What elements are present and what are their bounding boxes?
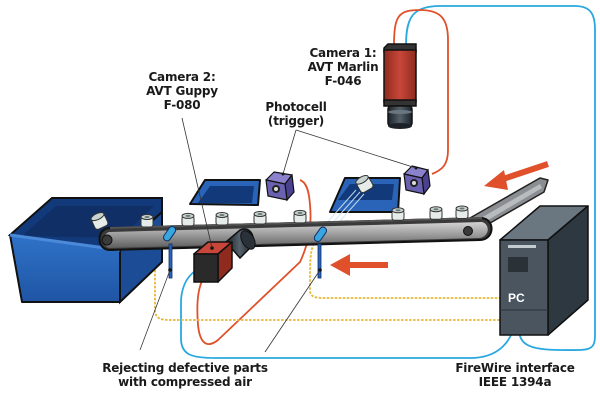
camera2 — [193, 228, 256, 283]
camera2-label: Camera 2: AVT Guppy F-080 — [146, 70, 218, 112]
part-on-belt — [181, 212, 195, 227]
camera2-label-line3: F-080 — [163, 98, 201, 112]
part-on-belt — [293, 209, 307, 224]
camera1-label-line2: AVT Marlin — [307, 60, 379, 74]
firewire-label-line2: IEEE 1394a — [478, 375, 552, 389]
parts-on-belt — [140, 205, 469, 228]
trigger-cable-camera1 — [393, 9, 449, 175]
rejecting-label-line1: Rejecting defective parts — [102, 361, 268, 375]
camera2-label-line2: AVT Guppy — [146, 84, 218, 98]
rejecting-label: Rejecting defective parts with compresse… — [102, 361, 268, 389]
camera1-label-line1: Camera 1: — [309, 46, 377, 60]
belt-roller-left — [101, 234, 113, 246]
leader-lines — [139, 117, 417, 353]
trigger-cable-camera2 — [196, 179, 312, 345]
firewire-label: FireWire interface IEEE 1394a — [455, 361, 575, 389]
photocell-label-line2: (trigger) — [267, 114, 325, 128]
part-on-belt — [391, 207, 405, 221]
photocell-label-line1: Photocell — [265, 100, 327, 114]
belt-roller-right — [463, 226, 473, 236]
air-control-line-2 — [309, 234, 505, 299]
flow-arrow-lower — [330, 254, 388, 276]
photocell-1 — [265, 171, 295, 202]
pc-label: PC — [508, 291, 525, 305]
flow-arrow-upper — [484, 161, 549, 190]
part-on-belt — [253, 210, 267, 225]
photocell-label: Photocell (trigger) — [265, 100, 326, 128]
part-on-belt — [215, 211, 229, 226]
photocell-2 — [403, 165, 431, 196]
part-on-belt — [140, 214, 154, 228]
camera1-label-line3: F-046 — [324, 74, 362, 88]
camera1 — [383, 43, 417, 129]
firewire-label-line1: FireWire interface — [455, 361, 575, 375]
reject-bin-1 — [189, 179, 261, 206]
rejecting-label-line2: with compressed air — [118, 375, 252, 389]
conveyor-belt — [98, 217, 493, 251]
part-on-belt — [429, 206, 443, 220]
part-falling-left — [90, 212, 109, 230]
firewire-cable-camera2 — [180, 267, 516, 359]
part-ejected — [355, 174, 374, 194]
part-on-belt — [455, 205, 469, 220]
camera1-label: Camera 1: AVT Marlin F-046 — [308, 46, 379, 88]
reject-bin-2 — [329, 177, 401, 213]
pc-tower: PC — [499, 205, 589, 336]
camera2-label-line1: Camera 2: — [148, 70, 216, 84]
